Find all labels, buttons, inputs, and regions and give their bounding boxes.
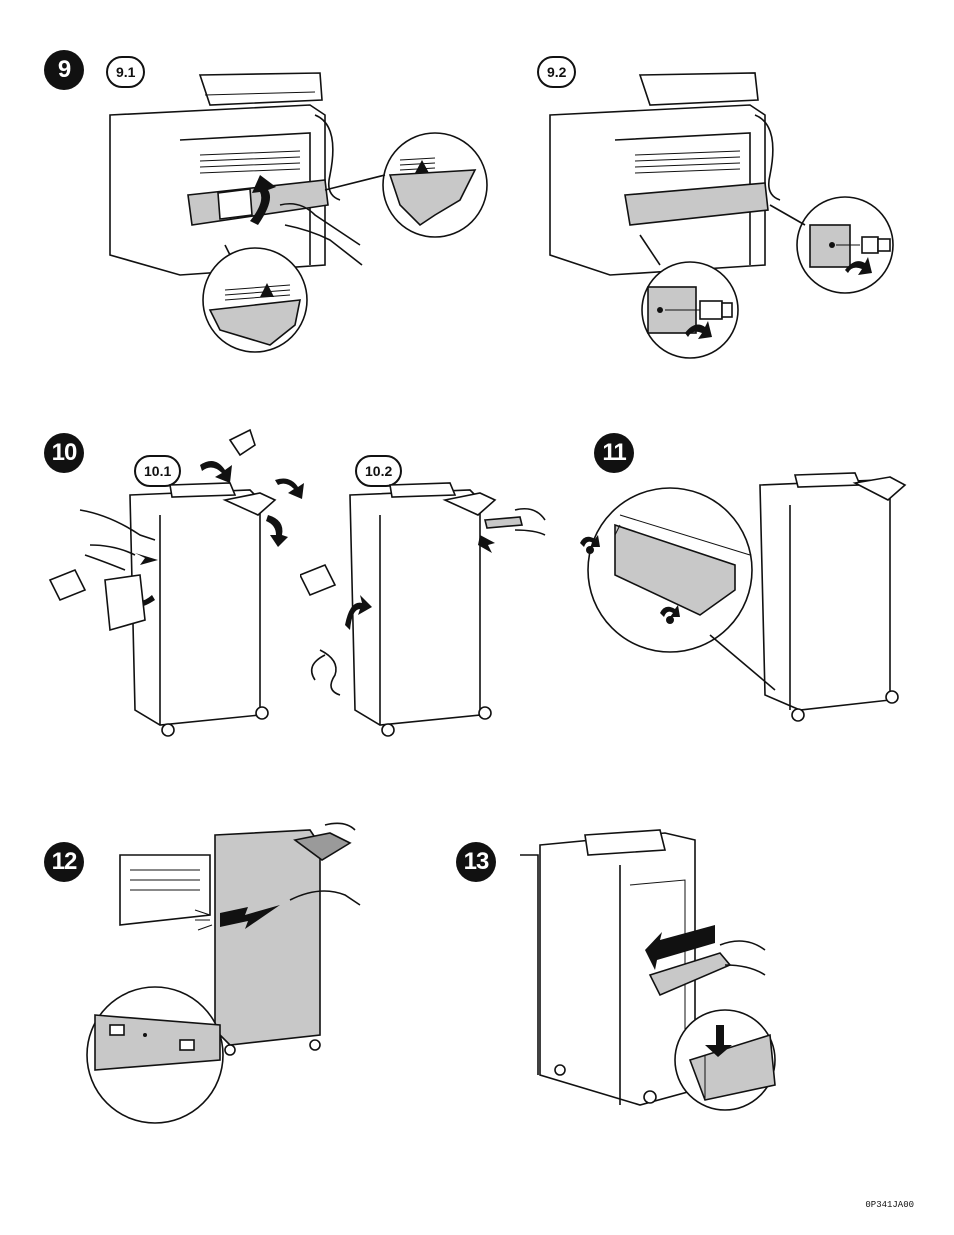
step-13-illustration — [520, 825, 800, 1125]
step-9-2-illustration — [530, 65, 930, 365]
step-11-illustration — [560, 455, 920, 735]
step-9-badge: 9 — [44, 50, 84, 90]
step-13-badge: 13 — [456, 842, 496, 882]
step-10-1-illustration — [40, 425, 310, 745]
step-12-illustration — [70, 815, 370, 1125]
step-9-1-illustration — [100, 65, 490, 365]
step-10-2-illustration — [300, 425, 560, 745]
document-code: 0P341JA00 — [865, 1200, 914, 1210]
